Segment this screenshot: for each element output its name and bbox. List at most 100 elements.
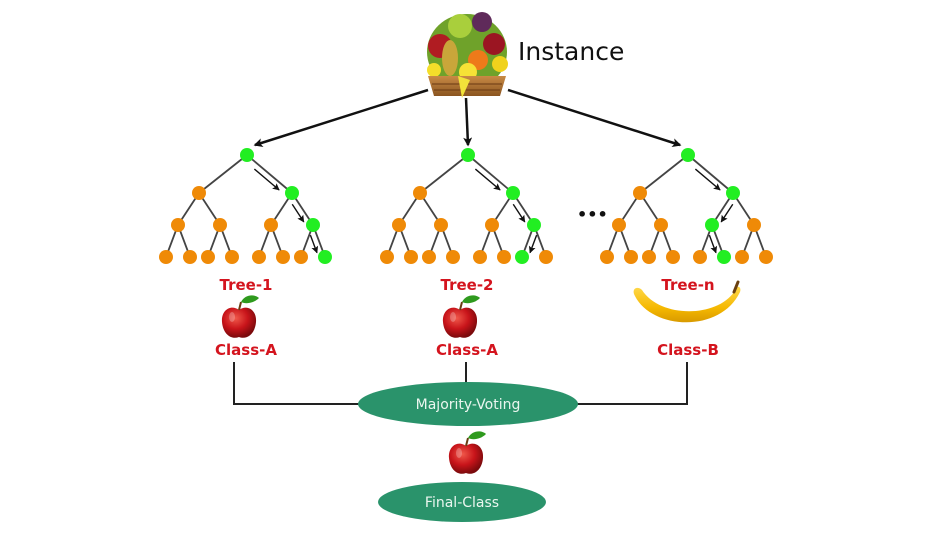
tree-node-on-path bbox=[318, 250, 332, 264]
banana-icon bbox=[633, 280, 741, 323]
tree-node-on-path bbox=[717, 250, 731, 264]
voting-connectors bbox=[233, 362, 688, 405]
tree-name-label: Tree-2 bbox=[441, 276, 494, 294]
final-class-ellipse bbox=[378, 482, 546, 522]
path-arrow bbox=[474, 168, 501, 191]
tree-node bbox=[276, 250, 290, 264]
tree-node bbox=[404, 250, 418, 264]
instance-node: Instance bbox=[427, 12, 624, 98]
instance-label: Instance bbox=[518, 37, 624, 66]
decision-tree-2 bbox=[380, 148, 553, 264]
path-arrow bbox=[253, 168, 280, 191]
apple-icon bbox=[441, 294, 481, 339]
path-arrow bbox=[512, 203, 526, 223]
tree-node-on-path bbox=[285, 186, 299, 200]
tree-node-on-path bbox=[527, 218, 541, 232]
tree-node bbox=[159, 250, 173, 264]
tree-node bbox=[473, 250, 487, 264]
tree-node bbox=[759, 250, 773, 264]
tree-edge bbox=[198, 154, 248, 194]
apple-icon bbox=[447, 430, 487, 475]
trees bbox=[159, 148, 773, 264]
tree-node bbox=[497, 250, 511, 264]
connector-tree-n bbox=[575, 362, 688, 405]
path-arrow bbox=[694, 168, 721, 191]
tree-node bbox=[624, 250, 638, 264]
more-trees-ellipsis: ••• bbox=[577, 205, 608, 224]
tree-edges bbox=[386, 154, 547, 258]
arrow-to-tree-1 bbox=[253, 88, 429, 148]
tree-node-on-path bbox=[240, 148, 254, 162]
tree-node bbox=[747, 218, 761, 232]
tree-node bbox=[294, 250, 308, 264]
tree-node-on-path bbox=[705, 218, 719, 232]
decision-path-arrows bbox=[474, 168, 538, 254]
tree-node bbox=[666, 250, 680, 264]
tree-edge bbox=[246, 154, 293, 194]
decision-tree-1 bbox=[159, 148, 332, 264]
arrow-to-tree-2 bbox=[463, 97, 473, 147]
tree-node bbox=[633, 186, 647, 200]
tree-edge bbox=[467, 154, 514, 194]
tree-node bbox=[735, 250, 749, 264]
tree-name-label: Tree-n bbox=[661, 276, 714, 294]
class-label: Class-A bbox=[436, 341, 498, 359]
connector-tree-1 bbox=[233, 362, 365, 405]
path-arrow bbox=[720, 203, 734, 223]
majority-voting-ellipse bbox=[358, 382, 578, 426]
decision-tree-3 bbox=[600, 148, 773, 264]
arrow-to-tree-n bbox=[507, 88, 682, 148]
final-class-node: Final-Class bbox=[378, 482, 546, 522]
tree-node bbox=[213, 218, 227, 232]
tree-node-on-path bbox=[306, 218, 320, 232]
path-arrow bbox=[528, 234, 538, 254]
tree-node-on-path bbox=[515, 250, 529, 264]
tree-node bbox=[434, 218, 448, 232]
tree-node-on-path bbox=[461, 148, 475, 162]
final-class-label: Final-Class bbox=[425, 495, 499, 511]
majority-voting-node: Majority-Voting bbox=[358, 382, 578, 426]
class-label: Class-B bbox=[657, 341, 719, 359]
tree-node bbox=[612, 218, 626, 232]
tree-node bbox=[413, 186, 427, 200]
tree-node-on-path bbox=[681, 148, 695, 162]
tree-node bbox=[252, 250, 266, 264]
tree-node bbox=[171, 218, 185, 232]
tree-node bbox=[422, 250, 436, 264]
tree-node bbox=[600, 250, 614, 264]
tree-node-on-path bbox=[506, 186, 520, 200]
fruit-basket-icon bbox=[427, 12, 508, 98]
tree-node bbox=[446, 250, 460, 264]
tree-edges bbox=[165, 154, 326, 258]
tree-edge bbox=[419, 154, 469, 194]
tree-node bbox=[192, 186, 206, 200]
path-arrow bbox=[309, 234, 319, 254]
tree-node bbox=[642, 250, 656, 264]
instance-arrows bbox=[253, 88, 682, 148]
path-arrow bbox=[708, 234, 718, 254]
tree-node bbox=[225, 250, 239, 264]
tree-node bbox=[654, 218, 668, 232]
tree-node bbox=[201, 250, 215, 264]
decision-path-arrows bbox=[694, 168, 734, 254]
tree-node bbox=[392, 218, 406, 232]
tree-node bbox=[380, 250, 394, 264]
tree-name-label: Tree-1 bbox=[220, 276, 273, 294]
decision-path-arrows bbox=[253, 168, 319, 254]
final-class-result bbox=[447, 430, 487, 475]
tree-node bbox=[693, 250, 707, 264]
tree-edge bbox=[639, 154, 689, 194]
majority-voting-label: Majority-Voting bbox=[416, 397, 521, 413]
tree-node bbox=[264, 218, 278, 232]
class-label: Class-A bbox=[215, 341, 277, 359]
tree-node bbox=[539, 250, 553, 264]
tree-edge bbox=[687, 154, 734, 194]
apple-icon bbox=[220, 294, 260, 339]
tree-node bbox=[485, 218, 499, 232]
tree-node-on-path bbox=[726, 186, 740, 200]
tree-node bbox=[183, 250, 197, 264]
